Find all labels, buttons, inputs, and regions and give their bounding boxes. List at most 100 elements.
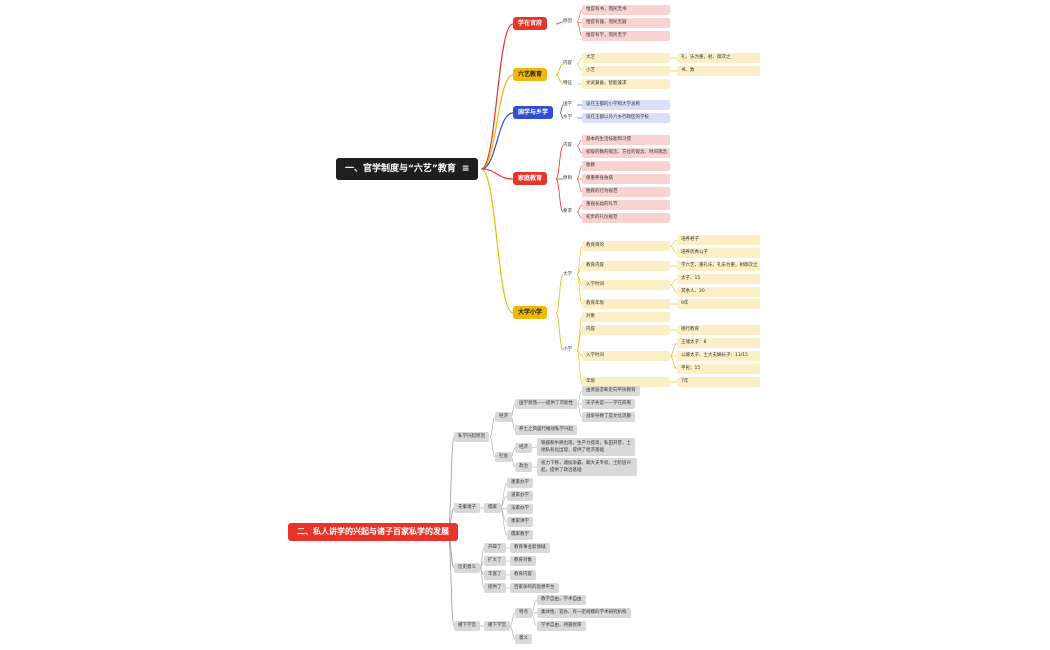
root-node-official-education[interactable]: 一、官学制度与“六艺”教育 ≡ xyxy=(336,158,479,180)
jixia-title[interactable]: 稷下学宫 xyxy=(454,621,480,631)
sixue-jingji-item-3: 战争导致了官文化流散 xyxy=(582,412,635,422)
connector xyxy=(555,63,564,76)
connector xyxy=(576,265,583,276)
daxue-ruxue-2: 其余人、20 xyxy=(677,287,760,297)
xianqin-title[interactable]: 先秦诸子 xyxy=(454,503,480,513)
topic-daxue-xiaoxue[interactable]: 大学小学 xyxy=(513,306,548,319)
connector xyxy=(555,178,564,213)
jixia-texing-1: 教学自由，学术自由 xyxy=(537,595,586,605)
connector xyxy=(669,278,678,286)
xiaoxue-nianxian: 年限 xyxy=(582,377,670,387)
sixue-title[interactable]: 私学兴起原因 xyxy=(454,432,489,442)
liuyi-feature-detail: 文武兼备，智能兼求 xyxy=(582,79,670,89)
label-xiaoxue: 小学 xyxy=(563,347,572,352)
daxue-mudi-1: 培养君子 xyxy=(677,235,760,245)
daxue-nianxian-detail: 9年 xyxy=(677,299,760,309)
root-node-private-education[interactable]: 二、私人讲学的兴起与诸子百家私学的发展 xyxy=(288,523,458,541)
topic-liuyi[interactable]: 六艺教育 xyxy=(513,68,548,81)
daxue-ruxue-1: 太子、15 xyxy=(677,274,760,284)
connector xyxy=(669,284,678,293)
connector xyxy=(555,21,564,25)
connector xyxy=(559,112,564,119)
connector xyxy=(576,274,583,305)
xuezai-item-1: 惟官有书，而民无书 xyxy=(582,5,670,15)
root-title: 一、官学制度与“六艺”教育 xyxy=(345,164,456,174)
connector xyxy=(480,112,514,170)
topic-xuezai-guanfu[interactable]: 学在官府 xyxy=(513,17,548,30)
daxue-mudi-2: 培养优秀公子 xyxy=(677,248,760,258)
sixue-shehui-a: 经济 xyxy=(515,443,532,453)
label-content: 内容 xyxy=(563,61,572,66)
yiyi-k-3: 丰富了 xyxy=(484,570,506,580)
xiaoxue-nianxian-detail: 7年 xyxy=(677,377,760,387)
sixue-shehui-b-detail: 权力下移，诸侯争霸，卿大夫专权，士阶层兴起，提供了政治基础 xyxy=(537,458,637,476)
jixia-child: 稷下学宫 xyxy=(484,621,510,631)
jixia-texing-2: 集体性、官办、有一定规模的学术研究机构 xyxy=(537,608,631,618)
connector xyxy=(576,349,583,383)
jiating-yuanze-1: 胎教 xyxy=(582,161,670,171)
connector xyxy=(555,74,564,85)
xiaoxue-ruxue-2: 公卿太子、士大夫嫡长子：13/15 xyxy=(677,351,760,361)
daxue-neirong: 教育内容 xyxy=(582,261,670,271)
daxue-mudi: 教育目的 xyxy=(582,241,670,251)
xiaoxue-neirong-detail: 德行教育 xyxy=(677,325,760,335)
connector xyxy=(509,612,516,627)
connector xyxy=(576,403,583,418)
xuezai-item-3: 惟官有学，而民无学 xyxy=(582,31,670,41)
connector xyxy=(509,625,516,640)
guoxue-detail: 设在王都的小学和大学总称 xyxy=(582,100,670,110)
yiyi-k-4: 提供了 xyxy=(484,583,506,593)
connector xyxy=(669,355,678,370)
yiyi-k-1: 开辟了 xyxy=(484,543,506,553)
xuezai-item-2: 惟官有器，而民无器 xyxy=(582,18,670,28)
xianqin-item-1: 墨家办学 xyxy=(507,478,533,488)
connector xyxy=(576,139,583,147)
connector xyxy=(499,482,508,509)
xiaoxue-neirong: 内容 xyxy=(582,325,670,335)
connector xyxy=(669,239,678,247)
xiaoxue-ruxue-1: 王储太子：8 xyxy=(677,338,760,348)
sixue-jingji-item-1: 由贵族垄断走向平民教育 xyxy=(582,386,640,396)
connector xyxy=(669,342,678,357)
sixue-shehui: 社会 xyxy=(495,452,512,462)
topic-jiating[interactable]: 家庭教育 xyxy=(513,172,548,185)
connector xyxy=(576,9,583,23)
xiangxue-detail: 设在王都以外六乡行政区的学校 xyxy=(582,113,670,123)
connector xyxy=(576,57,583,65)
jixia-yiyi: 意义 xyxy=(515,634,532,644)
liuyi-da: 大艺 xyxy=(582,53,670,63)
connector xyxy=(555,312,564,351)
connector xyxy=(576,390,583,405)
liuyi-da-detail: 礼、乐为重，射、御次之 xyxy=(677,53,760,63)
connector xyxy=(480,74,514,170)
sixue-jingji: 经济 xyxy=(495,412,512,422)
sixue-jingji-item-2: 天子失官——学在四夷 xyxy=(582,399,635,409)
yiyi-k-2: 扩大了 xyxy=(484,556,506,566)
topic-guoxue-xiangxue[interactable]: 国学与乡学 xyxy=(513,106,554,119)
connector xyxy=(555,274,564,314)
label-neirong: 内容 xyxy=(563,143,572,148)
connector xyxy=(576,165,583,180)
connector xyxy=(576,63,583,72)
xianqin-item-3: 法家办学 xyxy=(507,504,533,514)
connector xyxy=(576,145,583,154)
liuyi-xiao-detail: 书、数 xyxy=(677,66,760,76)
yiyi-title[interactable]: 历史意义 xyxy=(454,563,480,573)
jixia-texing: 特点 xyxy=(515,608,532,618)
menu-icon[interactable]: ≡ xyxy=(461,164,470,174)
xiaoxue-ruxue-3: 平民：15 xyxy=(677,364,760,374)
xiaoxue-ruxue: 入学时间 xyxy=(582,351,670,361)
connector xyxy=(489,436,496,458)
connector xyxy=(480,168,514,314)
jiating-yaoqiu-1: 重视长幼的礼节 xyxy=(582,200,670,210)
label-daxue: 大学 xyxy=(563,272,572,277)
xiaoxue-duixiang: 对象 xyxy=(582,312,670,322)
xianqin-item-4: 墨家讲学 xyxy=(507,517,533,527)
sixue-shehui-b: 政治 xyxy=(515,462,532,472)
yiyi-v-4: 百家争鸣的思想平台 xyxy=(510,583,559,593)
connector xyxy=(479,547,485,569)
connector xyxy=(576,178,583,193)
xianqin-item-5: 儒家教学 xyxy=(507,530,533,540)
yiyi-v-3: 教育内容 xyxy=(510,570,536,580)
